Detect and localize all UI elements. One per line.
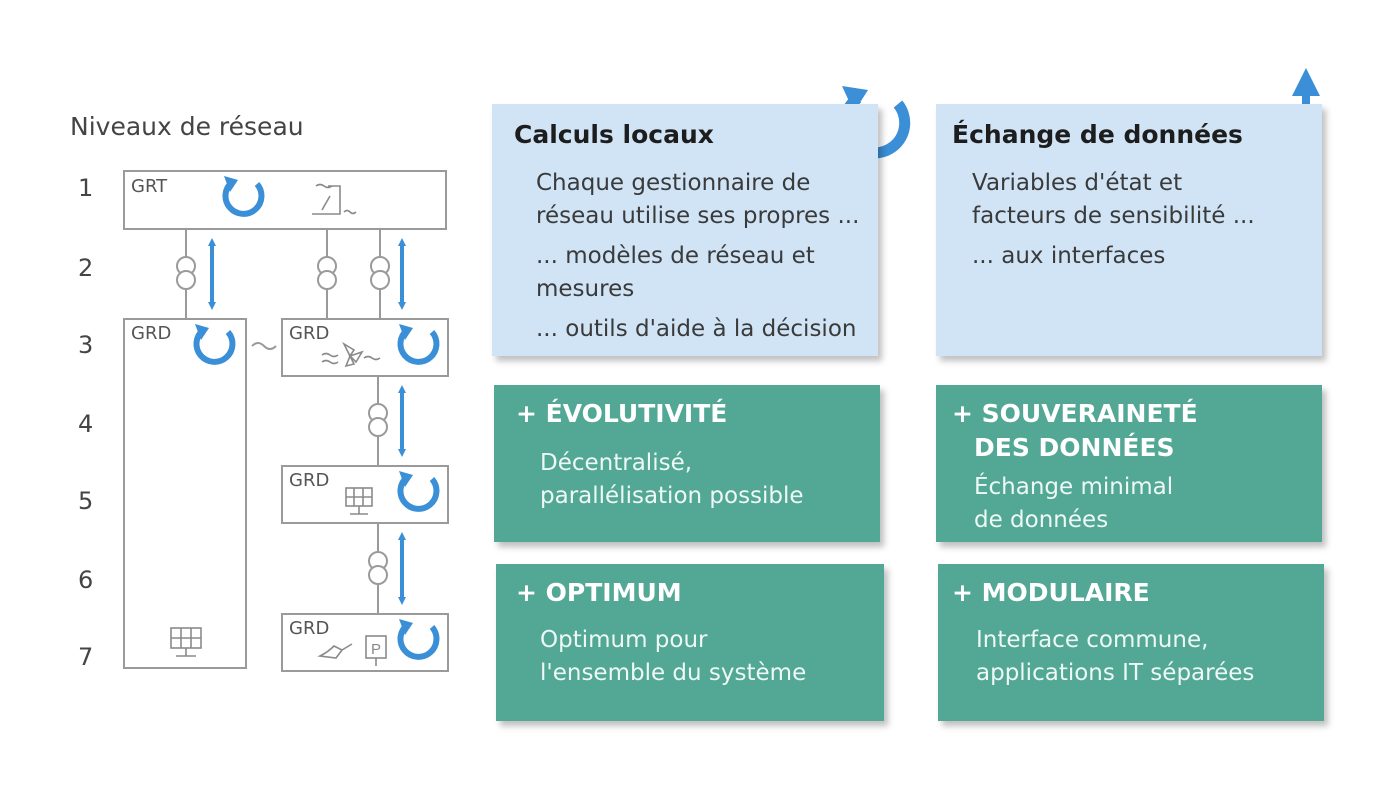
- card-text-line: l'ensemble du système: [540, 660, 807, 686]
- wind-turbine-icon: [321, 341, 381, 368]
- card-text-line: Décentralisé,: [540, 450, 693, 476]
- level-label: 6: [78, 566, 94, 594]
- card-title: + ÉVOLUTIVITÉ: [516, 399, 728, 428]
- card-local-calculations: Calculs locaux Chaque gestionnaire de ré…: [492, 104, 878, 356]
- grd-label: GRD: [131, 323, 172, 344]
- card-title: Calculs locaux: [514, 120, 714, 149]
- card-title: DES DONNÉES: [974, 433, 1175, 462]
- transformer-icon: [176, 256, 390, 585]
- card-text-line: ... outils d'aide à la décision: [536, 316, 857, 342]
- level-label: 7: [78, 643, 94, 671]
- card-title: + MODULAIRE: [952, 578, 1150, 607]
- card-scalability: + ÉVOLUTIVITÉ Décentralisé, parallélisat…: [494, 385, 880, 542]
- grd-box-2: [281, 465, 449, 524]
- card-text-line: Variables d'état et: [972, 170, 1183, 196]
- refresh-cycle-icon: [193, 179, 440, 660]
- card-data-exchange: Échange de données Variables d'état et f…: [936, 104, 1322, 356]
- card-optimum: + OPTIMUM Optimum pour l'ensemble du sys…: [496, 564, 884, 721]
- card-title: + OPTIMUM: [516, 578, 682, 607]
- ev-charging-icon: P: [317, 635, 387, 666]
- card-title: Échange de données: [952, 120, 1243, 149]
- level-label: 3: [78, 331, 94, 359]
- card-text-line: applications IT séparées: [976, 660, 1255, 686]
- card-text-line: Échange minimal: [974, 474, 1174, 500]
- card-text-line: Chaque gestionnaire de: [536, 170, 811, 196]
- grd-label: GRD: [289, 323, 330, 344]
- card-text-line: mesures: [536, 276, 635, 302]
- grd-label: GRD: [289, 618, 330, 639]
- card-text-line: Optimum pour: [540, 627, 708, 653]
- level-label: 4: [78, 410, 94, 438]
- card-data-sovereignty: + SOUVERAINETÉ DES DONNÉES Échange minim…: [936, 385, 1322, 542]
- card-text-line: ... aux interfaces: [972, 243, 1166, 269]
- level-label: 1: [78, 174, 94, 202]
- card-text-line: réseau utilise ses propres ...: [536, 203, 860, 229]
- card-text-line: de données: [974, 507, 1109, 533]
- card-text-line: Interface commune,: [976, 627, 1209, 653]
- card-text-line: facteurs de sensibilité ...: [972, 203, 1255, 229]
- card-title: + SOUVERAINETÉ: [952, 399, 1198, 428]
- hydro-dam-icon: [312, 183, 357, 215]
- network-levels-heading: Niveaux de réseau: [70, 112, 304, 141]
- solar-panel-icon: [170, 487, 373, 657]
- card-text-line: parallélisation possible: [540, 483, 804, 509]
- level-label: 5: [78, 487, 94, 515]
- grt-label: GRT: [131, 176, 168, 197]
- grd-left-box: [123, 318, 247, 669]
- svg-text:P: P: [371, 641, 381, 658]
- double-arrow-icon: [208, 238, 406, 605]
- grt-box: [123, 170, 447, 230]
- card-text-line: ... modèles de réseau et: [536, 243, 815, 269]
- grd-box-1: [281, 318, 449, 377]
- grd-box-3: [281, 613, 449, 672]
- card-modular: + MODULAIRE Interface commune, applicati…: [938, 564, 1324, 721]
- grd-label: GRD: [289, 470, 330, 491]
- level-label: 2: [78, 254, 94, 282]
